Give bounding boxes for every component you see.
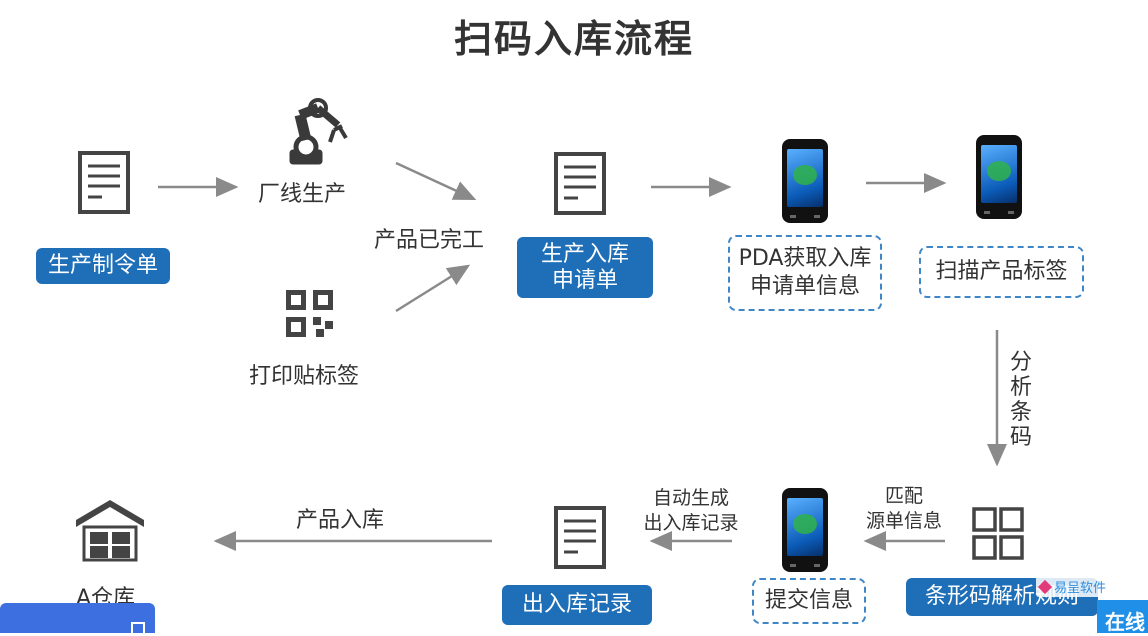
qr-code-icon	[286, 290, 333, 337]
node-pda-fetch-line1: PDA获取入库	[738, 246, 872, 271]
phone-icon	[976, 135, 1022, 219]
robot-arm-icon	[289, 98, 348, 165]
node-scan-label: 扫描产品标签	[919, 246, 1084, 298]
label-match-line2: 源单信息	[865, 510, 942, 532]
barcode-grid-icon	[972, 507, 1024, 560]
arrow-factory-done	[395, 161, 477, 201]
watermark-logo-icon	[1037, 579, 1053, 595]
label-analyze-char: 码	[1009, 425, 1032, 450]
node-stock-in-request-line2: 申请单	[551, 267, 618, 293]
label-analyze-char: 条	[1009, 400, 1032, 425]
warehouse-icon	[76, 500, 144, 562]
node-pda-fetch: PDA获取入库 申请单信息	[728, 235, 882, 311]
label-analyze-char: 析	[1009, 375, 1032, 400]
online-chat-button[interactable]: 在线	[1097, 600, 1148, 634]
label-match-line1: 匹配	[884, 485, 923, 507]
phone-icon	[782, 139, 828, 223]
floating-panel[interactable]	[0, 603, 155, 636]
label-auto-line2: 出入库记录	[643, 512, 739, 534]
label-factory-production: 厂线生产	[258, 182, 347, 207]
panel-square-icon	[131, 622, 145, 636]
label-print-label: 打印贴标签	[249, 364, 360, 389]
document-icon	[554, 152, 606, 215]
label-auto-generate: 自动生成 出入库记录	[636, 486, 746, 536]
node-production-order: 生产制令单	[36, 248, 170, 284]
online-chat-label: 在线	[1105, 610, 1145, 634]
label-analyze-char: 分	[1009, 350, 1032, 375]
watermark: 易呈软件	[1036, 576, 1111, 597]
watermark-text: 易呈软件	[1054, 581, 1107, 596]
node-pda-fetch-line2: 申请单信息	[749, 274, 860, 299]
arrow-print-done	[395, 264, 471, 313]
node-stock-in-request-line1: 生产入库	[540, 241, 629, 267]
label-match-source: 匹配 源单信息	[854, 484, 954, 534]
document-icon	[554, 506, 606, 569]
document-icon	[78, 151, 130, 214]
diagram-title: 扫码入库流程	[453, 17, 694, 61]
label-product-done: 产品已完工	[374, 228, 485, 253]
node-stock-in-request: 生产入库 申请单	[517, 237, 653, 298]
node-submit-info: 提交信息	[752, 578, 866, 624]
label-product-stock-in: 产品入库	[296, 508, 385, 533]
phone-icon	[782, 488, 828, 572]
node-stock-record: 出入库记录	[502, 585, 652, 625]
label-analyze-barcode: 分 析 条 码	[1009, 350, 1033, 450]
label-auto-line1: 自动生成	[652, 487, 729, 509]
